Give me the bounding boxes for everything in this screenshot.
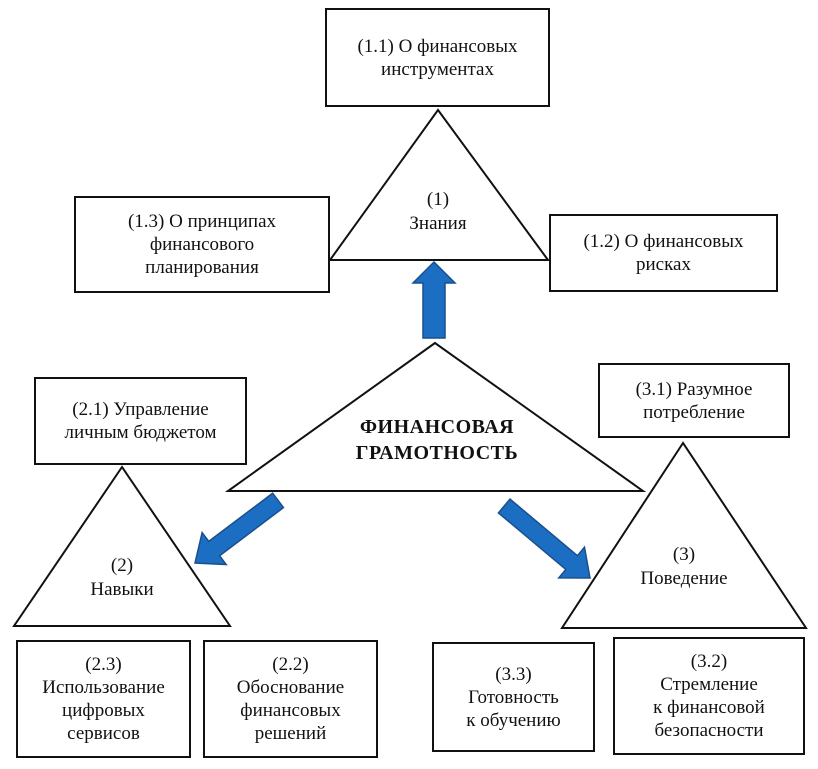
- box-text-line: (3.2): [690, 651, 728, 672]
- box-text-line: инструментах: [381, 58, 494, 80]
- knowledge-number: (1): [426, 189, 450, 210]
- triangle-financial-literacy: [224, 341, 647, 492]
- box-text-line: (2.2): [272, 654, 309, 675]
- box-text-line: к обучению: [466, 709, 561, 731]
- box-text-line: личным бюджетом: [64, 422, 217, 443]
- box-1-1-financial-instruments: (1.1) О финансовых инструментах: [325, 8, 550, 107]
- box-text-line: рисках: [636, 254, 691, 275]
- box-text-line: потребление: [643, 401, 745, 423]
- center-line-2: ГРАМОТНОСТЬ: [355, 442, 519, 464]
- box-text-line: к финансовой: [653, 697, 765, 718]
- box-3-1-reasonable-consumption: (3.1) Разумное потребление: [598, 363, 790, 438]
- box-2-3-digital-services: (2.3) Использование цифровых сервисов: [16, 640, 191, 758]
- box-1-3-planning-principles: (1.3) О принципах финансового планирован…: [74, 196, 330, 293]
- box-text-line: Использование: [42, 677, 165, 698]
- box-text-line: (1.3) О принципах: [127, 211, 277, 232]
- behavior-label: (3) Поведение: [640, 543, 727, 591]
- box-text-line: финансовых: [240, 700, 341, 721]
- skills-label: (2) Навыки: [90, 554, 153, 602]
- arrow-down-left-icon: [194, 492, 285, 566]
- box-text-line: (1.1) О финансовых: [357, 35, 518, 57]
- skills-name: Навыки: [90, 579, 154, 600]
- box-text-line: решений: [254, 723, 327, 744]
- box-2-2-decision-justification: (2.2) Обоснование финансовых решений: [203, 640, 378, 758]
- box-3-3-learning-readiness: (3.3) Готовность к обучению: [432, 642, 595, 752]
- skills-number: (2): [110, 555, 134, 576]
- box-text-line: Готовность: [468, 686, 559, 708]
- box-1-2-financial-risks: (1.2) О финансовых рисках: [549, 214, 778, 292]
- arrow-down-right-icon: [497, 498, 591, 579]
- box-text-line: финансового: [149, 234, 255, 255]
- box-text-line: безопасности: [654, 720, 764, 741]
- box-text-line: (2.1) Управление: [72, 399, 209, 420]
- behavior-name: Поведение: [640, 568, 728, 589]
- triangle-skills: [12, 465, 232, 627]
- box-3-2-financial-security: (3.2) Стремление к финансовой безопаснос…: [613, 637, 805, 755]
- behavior-number: (3): [672, 544, 696, 565]
- box-2-1-budget-management: (2.1) Управление личным бюджетом: [34, 377, 247, 465]
- box-text-line: Обоснование: [236, 677, 345, 698]
- triangle-knowledge: [328, 108, 550, 261]
- box-text-line: (3.1) Разумное: [635, 378, 753, 400]
- financial-literacy-label: ФИНАНСОВАЯ ГРАМОТНОСТЬ: [356, 414, 518, 466]
- box-text-line: сервисов: [67, 723, 140, 744]
- arrow-up-icon: [411, 260, 457, 339]
- box-text-line: цифровых: [62, 700, 145, 721]
- box-text-line: (2.3): [85, 654, 122, 675]
- center-line-1: ФИНАНСОВАЯ: [359, 416, 515, 438]
- box-text-line: Стремление: [660, 674, 758, 695]
- box-text-line: планирования: [145, 257, 259, 278]
- box-text-line: (3.3): [495, 663, 532, 685]
- triangle-behavior: [560, 441, 808, 629]
- box-text-line: (1.2) О финансовых: [583, 231, 744, 252]
- knowledge-name: Знания: [409, 213, 467, 234]
- knowledge-label: (1) Знания: [409, 188, 466, 236]
